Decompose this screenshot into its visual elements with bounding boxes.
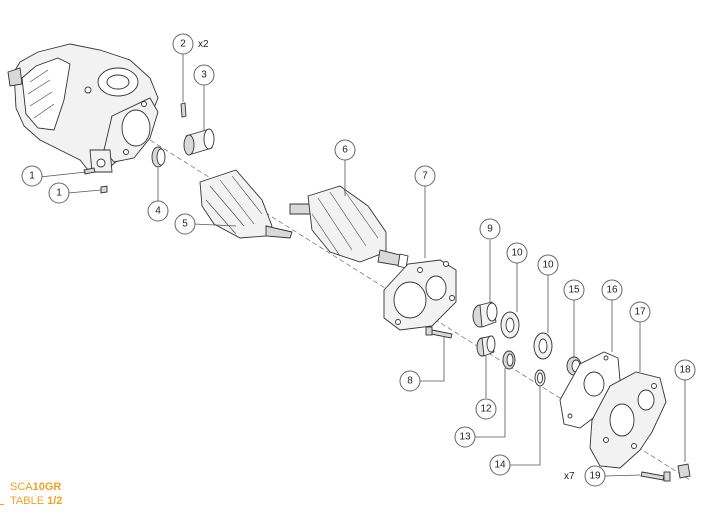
ball-bearing-part10b	[533, 332, 553, 360]
drawing-title-block: SCA10GR TABLE 1/2	[10, 480, 62, 508]
spacer-part12	[502, 350, 516, 370]
accent-tick	[0, 504, 4, 505]
callout-part-14: 14	[489, 454, 511, 476]
callout-number: 16	[606, 285, 618, 296]
callout-part-1b: 1	[48, 182, 70, 204]
callout-number: 2	[180, 39, 186, 50]
callout-part-9: 9	[479, 218, 501, 240]
bolt-part19	[640, 471, 671, 482]
bushing-part4	[151, 146, 166, 168]
callout-number: 5	[182, 219, 188, 230]
callout-part-17: 17	[629, 301, 651, 323]
callout-part-2: 2	[172, 33, 194, 55]
callout-number: 9	[487, 224, 493, 235]
callout-number: 1	[56, 188, 62, 199]
callout-number: 10	[542, 260, 554, 271]
plug-part18	[677, 463, 691, 479]
callout-number: 6	[342, 145, 348, 156]
callout-number: 14	[494, 460, 506, 471]
callout-part-13: 13	[454, 426, 476, 448]
bearing-plate-part7	[383, 259, 457, 331]
callout-number: 18	[679, 365, 691, 376]
quantity-part19: x7	[564, 471, 575, 482]
callout-number: 10	[511, 248, 523, 259]
table-prefix: TABLE	[10, 495, 48, 507]
callout-part-18: 18	[674, 359, 696, 381]
callout-part-4: 4	[147, 200, 169, 222]
bearing-sleeve-part3	[183, 128, 215, 156]
callout-number: 7	[422, 171, 428, 182]
callout-part-15: 15	[563, 279, 585, 301]
dowel-pin-part1a	[83, 167, 96, 175]
callout-number: 8	[407, 376, 413, 387]
model-suffix: 10GR	[32, 481, 62, 493]
callout-part-8: 8	[399, 370, 421, 392]
female-rotor-part5	[199, 169, 293, 239]
callout-number: 17	[634, 307, 646, 318]
callout-number: 15	[568, 285, 580, 296]
callout-part-19: 19	[584, 465, 606, 487]
callout-part-10b: 10	[537, 254, 559, 276]
quantity-part2: x2	[198, 39, 209, 50]
male-rotor-part6	[289, 185, 409, 269]
callout-part-10a: 10	[506, 242, 528, 264]
dowel-pin-part1b	[100, 185, 108, 194]
callout-part-12: 12	[475, 398, 497, 420]
table-reference: TABLE 1/2	[10, 494, 62, 508]
screw-part8	[425, 326, 453, 339]
leader-lines	[39, 54, 686, 477]
callout-part-7: 7	[414, 165, 436, 187]
model-prefix: SCA	[10, 481, 33, 493]
callout-number: 4	[155, 206, 161, 217]
callout-number: 13	[459, 432, 471, 443]
end-cover-part17	[589, 371, 667, 469]
bearing-part9	[472, 301, 498, 328]
model-code: SCA10GR	[10, 480, 62, 494]
ring-part14	[534, 369, 546, 387]
compressor-housing	[7, 43, 159, 173]
callout-part-5: 5	[174, 213, 196, 235]
callout-number: 19	[589, 471, 601, 482]
ball-bearing-part10a	[500, 311, 520, 339]
bearing-part9-lower	[476, 335, 496, 357]
table-number: 1/2	[47, 495, 63, 507]
pin-part2	[180, 102, 187, 118]
callout-number: 12	[480, 404, 492, 415]
callout-number: 3	[201, 70, 207, 81]
callout-part-3: 3	[193, 64, 215, 86]
callout-part-1a: 1	[21, 165, 43, 187]
callout-part-16: 16	[601, 279, 623, 301]
callout-number: 1	[29, 171, 35, 182]
callout-part-6: 6	[334, 139, 356, 161]
